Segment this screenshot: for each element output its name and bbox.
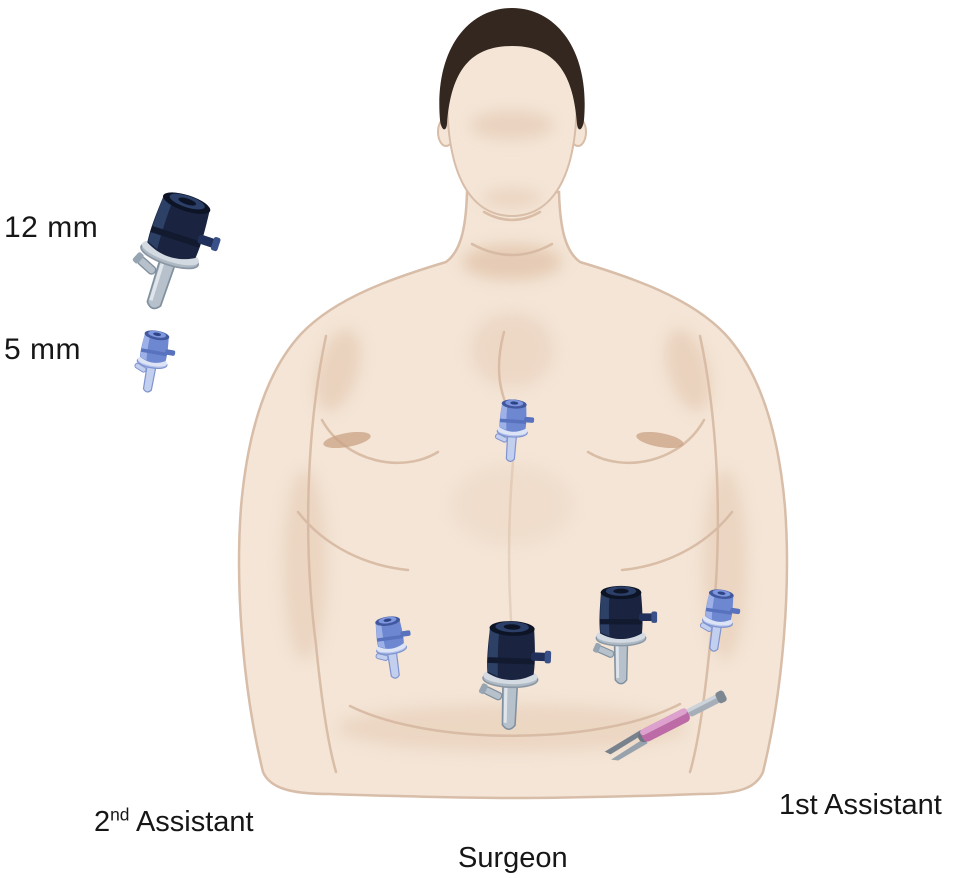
label-surgeon: Surgeon [458,842,568,874]
legend-label-5mm: 5 mm [4,333,81,366]
face-shading [470,110,554,208]
label-second-assistant: 2nd Assistant [94,806,254,839]
second-assistant-number: 2 [94,806,111,838]
legend-label-12mm: 12 mm [4,211,99,244]
second-assistant-text: Assistant [129,806,254,838]
right-chest-crease [636,431,684,449]
trocar-5mm-legend-icon [129,327,180,397]
hair [439,8,585,130]
body-contour-lines [296,210,734,774]
trocar-12mm-legend-icon [117,183,233,324]
legend-icons-layer [117,183,233,397]
second-assistant-ordinal-suffix: nd [110,804,130,825]
label-first-assistant: 1st Assistant [779,789,942,821]
left-chest-crease [323,431,371,449]
